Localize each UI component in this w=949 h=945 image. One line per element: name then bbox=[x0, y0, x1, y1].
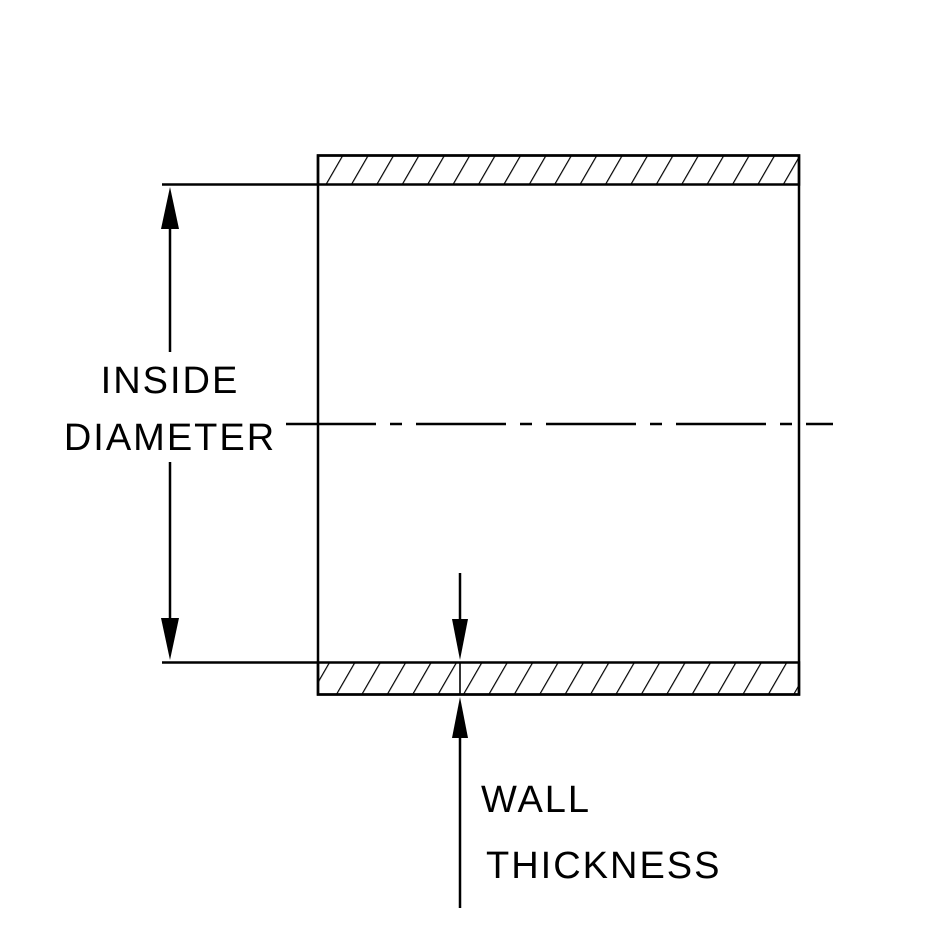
inside-diameter-label-line1: INSIDE bbox=[101, 360, 240, 402]
wall-thickness-label-line2: THICKNESS bbox=[486, 845, 721, 887]
arrowhead-down-icon bbox=[161, 618, 179, 660]
wall-arrowhead-down-icon bbox=[452, 619, 468, 660]
wall-thickness-label-line1: WALL bbox=[481, 779, 591, 821]
wall-arrowhead-up-icon bbox=[452, 697, 468, 738]
inside-diameter-label-line2: DIAMETER bbox=[64, 417, 276, 459]
tube-bottom-wall-hatch bbox=[316, 661, 801, 696]
arrowhead-up-icon bbox=[161, 187, 179, 229]
tube-top-wall-hatch bbox=[316, 154, 801, 186]
